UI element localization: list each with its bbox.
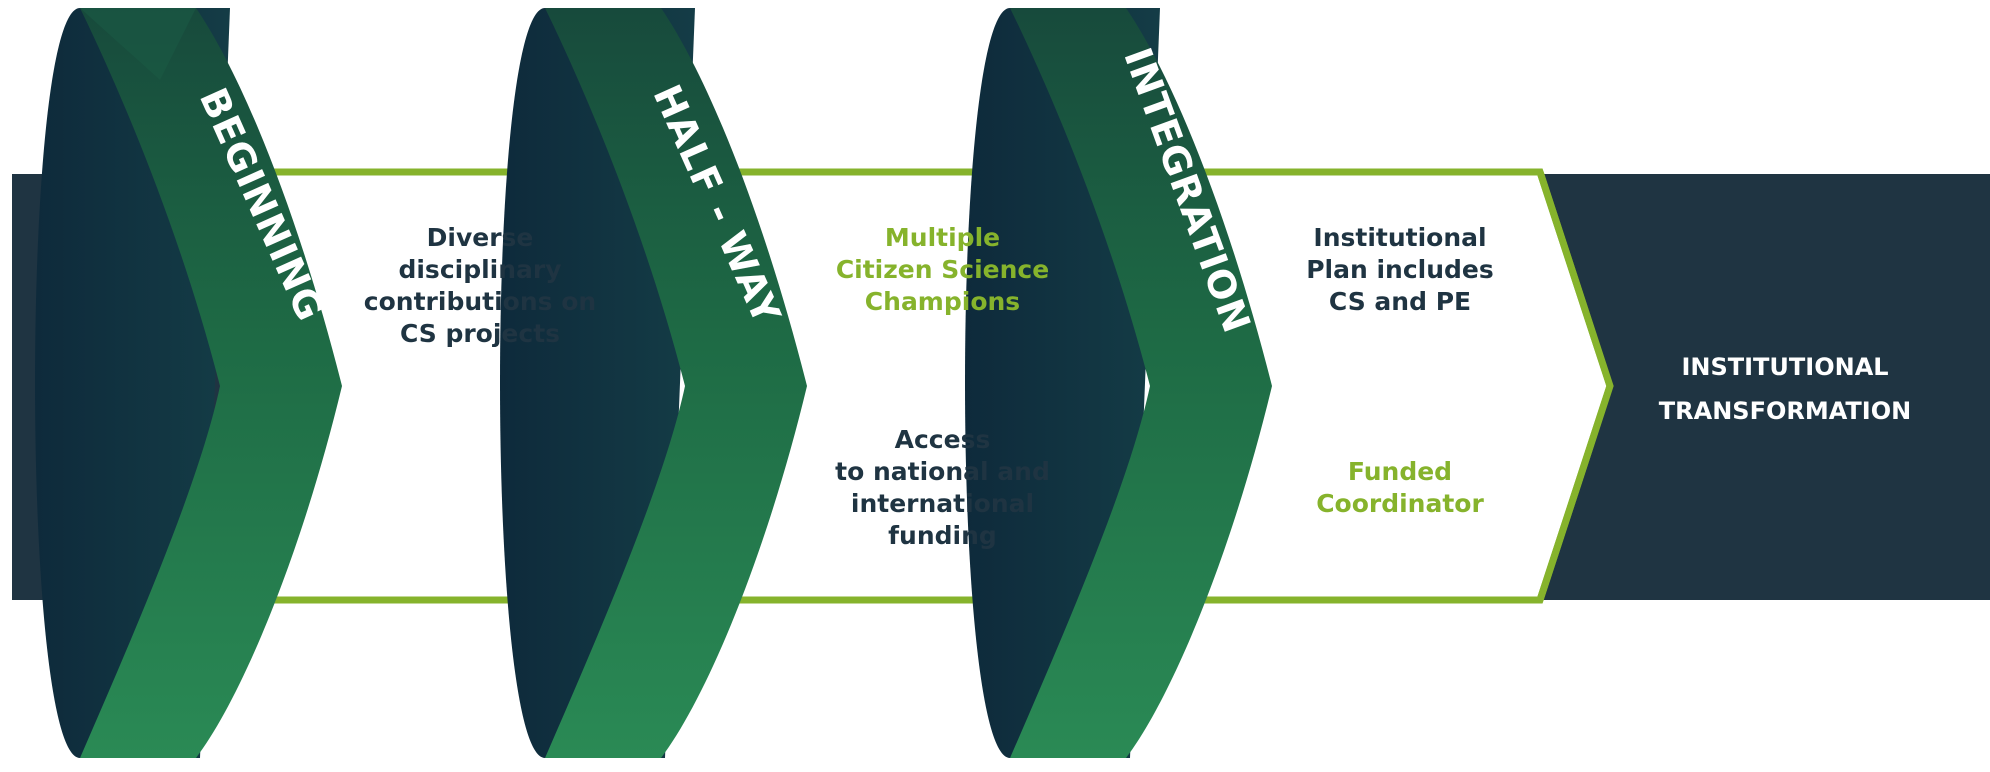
segment-3-bottom-text: Funded Coordinator: [1316, 457, 1484, 518]
stage-ring-integration: [965, 8, 1272, 758]
segment-2-top-text: Multiple Citizen Science Champions: [835, 223, 1050, 316]
stage-ring-halfway: [500, 8, 807, 758]
segment-2-bottom-text: Access to national and international fun…: [835, 425, 1050, 550]
end-label-institutional-transformation: INSTITUTIONAL TRANSFORMATION: [1658, 353, 1912, 425]
stage-ring-beginning: [35, 8, 342, 758]
segment-1-top-text: Diverse disciplinary contributions on CS…: [363, 223, 597, 348]
segment-3-top-text: Institutional Plan includes CS and PE: [1306, 223, 1494, 316]
